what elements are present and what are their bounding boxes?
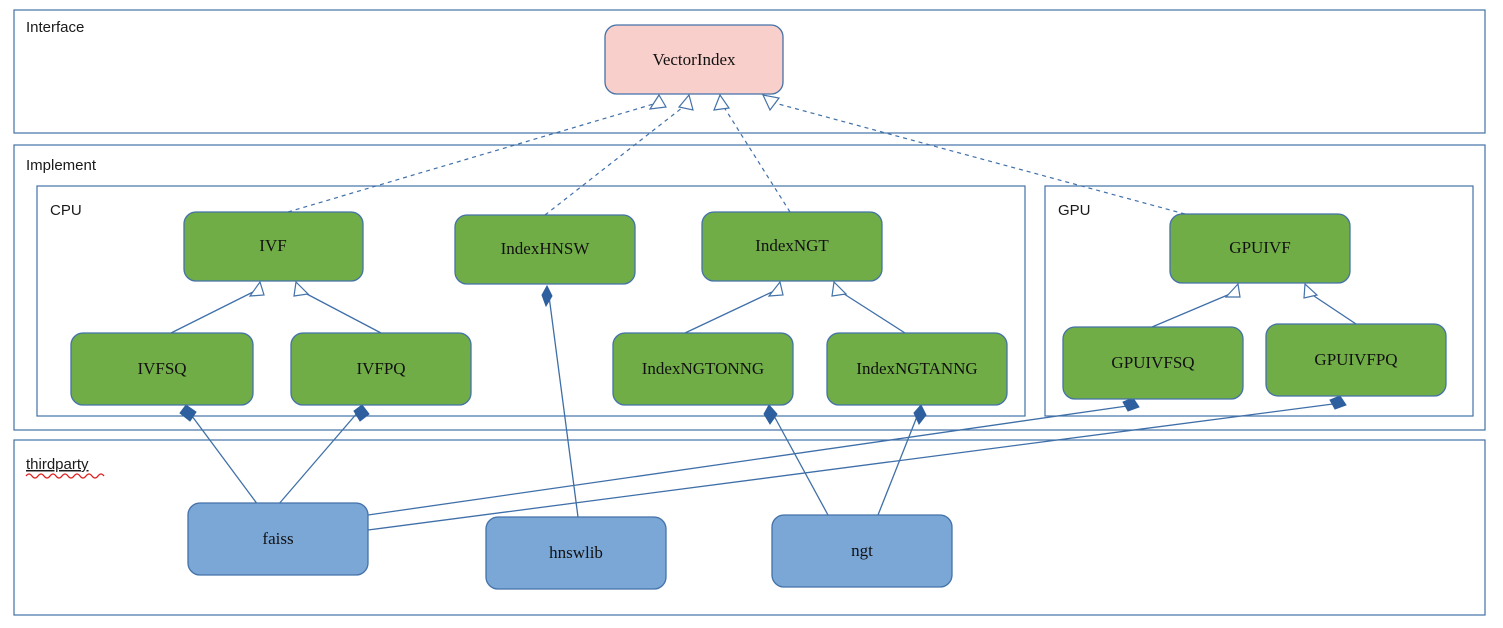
node-gpuivfsq-rect[interactable] [1062,326,1244,400]
diamond-hnswlib-indexhnsw [541,284,553,308]
node-indexhnsw[interactable]: IndexHNSW [454,214,636,285]
edges-composition [179,284,1347,531]
edge-gpuivfpq-gpuivf [1310,293,1357,325]
diamond-ngt-indexngtonng [763,404,778,425]
arrowhead-gpuivfpq-gpuivf [1303,282,1319,299]
group-thirdparty-label: thirdparty [26,456,89,473]
arrowhead-indexhnsw-vectorindex [677,93,694,111]
node-ivf-label: IVF [259,236,286,255]
node-ivf[interactable]: IVF [183,211,364,282]
edge-faiss-ivfsq [188,411,259,506]
edge-indexngtanng-indexngt [840,291,906,334]
node-indexngt-label: IndexNGT [755,236,829,255]
arrowhead-ivfsq-ivf [248,280,265,297]
edge-ivfsq-ivf [170,291,254,334]
arrowhead-indexngtanng-indexngt [831,280,848,297]
edges-realization [287,93,1186,216]
arrowhead-indexngtonng-indexngt [767,280,784,297]
node-indexngtanng[interactable]: IndexNGTANNG [826,332,1008,406]
node-indexngt-rect[interactable] [701,211,883,282]
edge-hnswlib-indexhnsw [548,295,579,518]
node-vectorindex-label: VectorIndex [652,50,736,69]
node-ivfpq-label: IVFPQ [356,359,405,378]
node-gpuivf[interactable]: GPUIVF [1169,213,1351,284]
node-gpuivfpq-label: GPUIVFPQ [1314,350,1397,369]
arrowhead-ivfpq-ivf [293,280,310,297]
node-faiss-rect[interactable] [187,502,369,576]
node-ivfpq[interactable]: IVFPQ [290,332,472,406]
arrowhead-ivf-vectorindex [648,93,667,110]
edge-faiss-gpuivfsq [367,405,1128,516]
edge-indexngtonng-indexngt [684,291,773,334]
node-indexngtonng-label: IndexNGTONNG [642,359,764,378]
node-vectorindex-rect[interactable] [604,24,784,95]
node-ivfpq-rect[interactable] [290,332,472,406]
edge-ngt-indexngtonng [772,413,829,516]
edge-indexngt-vectorindex [721,103,791,213]
node-hnswlib-rect[interactable] [485,516,667,590]
node-ivf-rect[interactable] [183,211,364,282]
group-interface-label: Interface [26,19,84,36]
node-gpuivf-rect[interactable] [1169,213,1351,284]
node-ngt-rect[interactable] [771,514,953,588]
node-hnswlib[interactable]: hnswlib [485,516,667,590]
edge-ivfpq-ivf [302,291,382,334]
node-gpuivfpq[interactable]: GPUIVFPQ [1265,323,1447,397]
spellcheck-squiggle-icon [25,473,105,479]
group-cpu-label: CPU [50,202,82,219]
node-gpuivfpq-rect[interactable] [1265,323,1447,397]
node-indexngt[interactable]: IndexNGT [701,211,883,282]
node-faiss-label: faiss [262,529,293,548]
edge-ivf-vectorindex [287,102,658,213]
node-vectorindex[interactable]: VectorIndex [604,24,784,95]
nodes: VectorIndex IVF IndexHNSW IndexNGT GPUIV… [70,24,1447,590]
node-gpuivfsq-label: GPUIVFSQ [1111,353,1194,372]
node-faiss[interactable]: faiss [187,502,369,576]
group-gpu-label: GPU [1058,202,1091,219]
arrowhead-indexngt-vectorindex [713,93,731,111]
edges-generalization [170,280,1357,334]
edge-faiss-ivfpq [277,411,359,506]
diamond-faiss-ivfsq [179,404,197,422]
node-indexngtonng[interactable]: IndexNGTONNG [612,332,794,406]
node-ngt-label: ngt [851,541,873,560]
node-indexngtanng-label: IndexNGTANNG [856,359,977,378]
arrowhead-gpuivf-vectorindex [761,94,781,112]
node-ivfsq-label: IVFSQ [137,359,186,378]
node-hnswlib-label: hnswlib [549,543,603,562]
edge-indexhnsw-vectorindex [544,103,688,216]
node-indexngtonng-rect[interactable] [612,332,794,406]
node-gpuivfsq[interactable]: GPUIVFSQ [1062,326,1244,400]
node-ivfsq[interactable]: IVFSQ [70,332,254,406]
diamond-faiss-gpuivfsq [1122,397,1140,412]
diamond-faiss-ivfpq [353,404,370,422]
edge-gpuivfsq-gpuivf [1151,293,1231,328]
group-implement-label: Implement [26,157,97,174]
node-ngt[interactable]: ngt [771,514,953,588]
node-indexhnsw-label: IndexHNSW [501,239,591,258]
node-indexngtanng-rect[interactable] [826,332,1008,406]
edge-ngt-indexngtanng [877,413,919,516]
edge-faiss-gpuivfpq [367,403,1334,531]
diamond-ngt-indexngtanng [913,404,927,425]
arrowhead-gpuivfsq-gpuivf [1224,282,1241,298]
node-gpuivf-label: GPUIVF [1229,238,1290,257]
diamond-faiss-gpuivfpq [1329,395,1347,410]
node-indexhnsw-rect[interactable] [454,214,636,285]
node-ivfsq-rect[interactable] [70,332,254,406]
